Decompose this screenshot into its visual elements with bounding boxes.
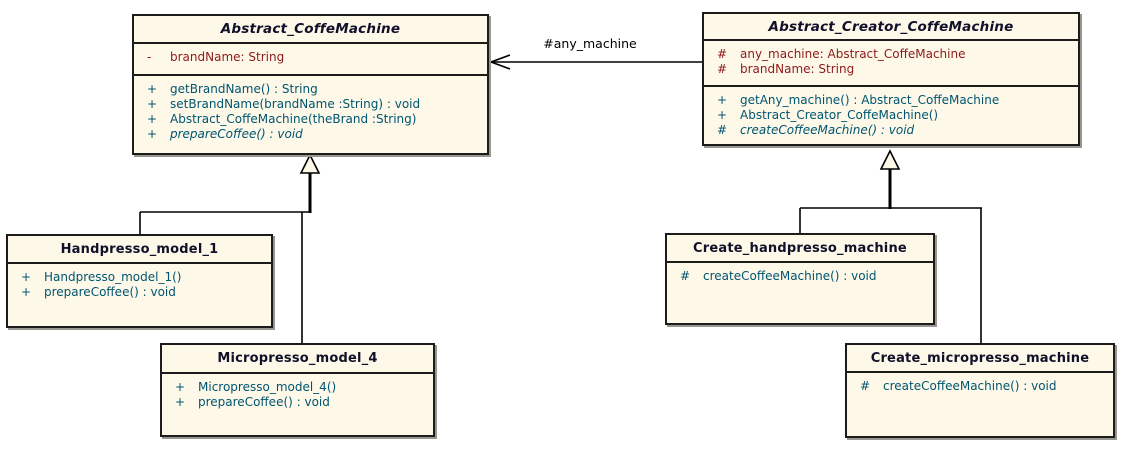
association-any-machine[interactable] xyxy=(488,54,702,70)
method-text: createCoffeeMachine() : void xyxy=(883,379,1057,393)
method-row: + Abstract_Creator_CoffeMachine() xyxy=(704,108,1078,123)
visibility-marker: # xyxy=(717,123,728,137)
method-row: + Handpresso_model_1() xyxy=(8,270,271,285)
visibility-marker: + xyxy=(717,93,728,107)
hollow-triangle-icon xyxy=(299,153,321,174)
visibility-marker: - xyxy=(147,50,152,64)
class-micropresso-model-4[interactable]: Micropresso_model_4 + Micropresso_model_… xyxy=(160,343,435,437)
visibility-marker: + xyxy=(147,82,158,96)
method-row: + Abstract_CoffeMachine(theBrand :String… xyxy=(134,112,487,127)
visibility-marker: # xyxy=(680,269,691,283)
visibility-marker: + xyxy=(717,108,728,122)
attribute-row: # brandName: String xyxy=(704,62,1078,77)
class-title: Abstract_Creator_CoffeMachine xyxy=(768,18,1014,35)
method-text: setBrandName(brandName :String) : void xyxy=(170,97,421,111)
method-text: Abstract_Creator_CoffeMachine() xyxy=(740,108,939,122)
abstract-method-row: + prepareCoffee() : void xyxy=(134,127,487,142)
method-text: getAny_machine() : Abstract_CoffeMachine xyxy=(740,93,1000,107)
method-text: Micropresso_model_4() xyxy=(198,380,337,394)
hollow-triangle-icon xyxy=(879,149,901,170)
class-handpresso-model-1[interactable]: Handpresso_model_1 + Handpresso_model_1(… xyxy=(6,234,273,328)
attributes-compartment: - brandName: String xyxy=(134,42,487,74)
method-row: + Micropresso_model_4() xyxy=(162,380,433,395)
visibility-marker: + xyxy=(147,97,158,111)
class-abstract-creator-coffemachine[interactable]: Abstract_Creator_CoffeMachine # any_mach… xyxy=(702,12,1080,146)
method-row: # createCoffeeMachine() : void xyxy=(667,269,933,284)
method-row: + setBrandName(brandName :String) : void xyxy=(134,97,487,112)
class-title: Create_micropresso_machine xyxy=(870,350,1090,366)
method-text: createCoffeeMachine() : void xyxy=(703,269,877,283)
attribute-row: # any_machine: Abstract_CoffeMachine xyxy=(704,47,1078,62)
class-title: Micropresso_model_4 xyxy=(217,351,378,366)
methods-compartment: # createCoffeeMachine() : void xyxy=(667,261,933,321)
method-row: + prepareCoffee() : void xyxy=(8,285,271,300)
attribute-row: - brandName: String xyxy=(134,50,487,65)
visibility-marker: + xyxy=(21,285,32,299)
attribute-text: brandName: String xyxy=(740,62,855,76)
class-create-micropresso-machine[interactable]: Create_micropresso_machine # createCoffe… xyxy=(845,343,1115,438)
visibility-marker: + xyxy=(175,395,186,409)
method-text: Abstract_CoffeMachine(theBrand :String) xyxy=(170,112,417,126)
method-text: createCoffeeMachine() : void xyxy=(740,123,915,137)
association-label-any-machine[interactable]: #any_machine xyxy=(543,36,637,51)
generalization-right[interactable] xyxy=(799,149,982,343)
methods-compartment: + Micropresso_model_4() + prepareCoffee(… xyxy=(162,372,433,433)
method-text: prepareCoffee() : void xyxy=(170,127,303,141)
attribute-text: any_machine: Abstract_CoffeMachine xyxy=(740,47,966,61)
generalization-left[interactable] xyxy=(139,153,321,343)
visibility-marker: # xyxy=(717,47,728,61)
method-text: getBrandName() : String xyxy=(170,82,318,96)
class-create-handpresso-machine[interactable]: Create_handpresso_machine # createCoffee… xyxy=(665,233,935,325)
visibility-marker: + xyxy=(21,270,32,284)
method-text: prepareCoffee() : void xyxy=(198,395,330,409)
visibility-marker: # xyxy=(860,379,871,393)
methods-compartment: # createCoffeeMachine() : void xyxy=(847,371,1113,434)
abstract-method-row: # createCoffeeMachine() : void xyxy=(704,123,1078,138)
method-text: prepareCoffee() : void xyxy=(44,285,176,299)
class-title: Abstract_CoffeMachine xyxy=(220,21,401,37)
methods-compartment: + Handpresso_model_1() + prepareCoffee()… xyxy=(8,262,271,324)
visibility-marker: + xyxy=(175,380,186,394)
methods-compartment: + getBrandName() : String + setBrandName… xyxy=(134,74,487,151)
attribute-text: brandName: String xyxy=(170,50,285,64)
method-row: + getBrandName() : String xyxy=(134,82,487,97)
visibility-marker: + xyxy=(147,112,158,126)
method-row: + getAny_machine() : Abstract_CoffeMachi… xyxy=(704,93,1078,108)
method-text: Handpresso_model_1() xyxy=(44,270,182,284)
methods-compartment: + getAny_machine() : Abstract_CoffeMachi… xyxy=(704,85,1078,140)
class-title: Create_handpresso_machine xyxy=(693,240,907,256)
open-arrowhead-icon xyxy=(488,54,511,70)
visibility-marker: # xyxy=(717,62,728,76)
method-row: # createCoffeeMachine() : void xyxy=(847,379,1113,394)
method-row: + prepareCoffee() : void xyxy=(162,395,433,410)
visibility-marker: + xyxy=(147,127,158,141)
class-title: Handpresso_model_1 xyxy=(60,241,219,257)
class-abstract-coffemachine[interactable]: Abstract_CoffeMachine - brandName: Strin… xyxy=(132,14,489,155)
attributes-compartment: # any_machine: Abstract_CoffeMachine # b… xyxy=(704,39,1078,85)
